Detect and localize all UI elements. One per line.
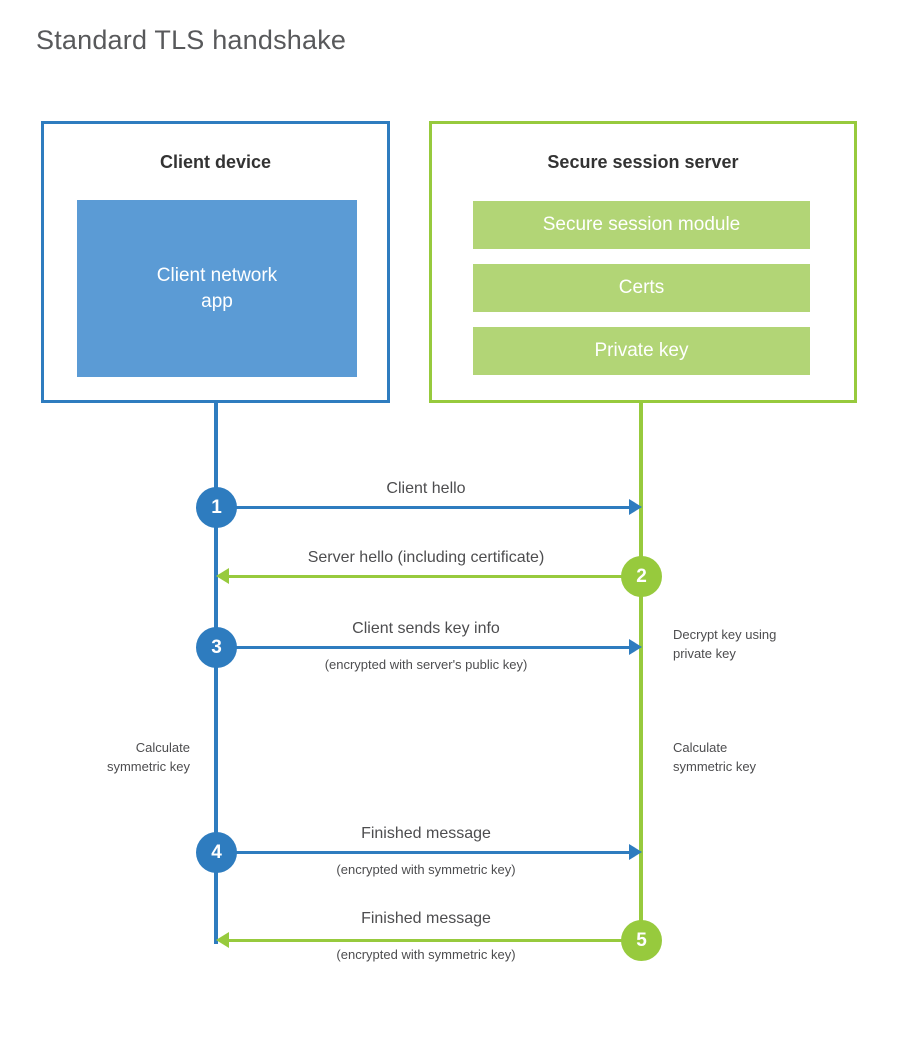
server-component-label: Private key: [594, 340, 689, 361]
server-component-label: Certs: [618, 277, 665, 298]
message-label-5: Finished message: [361, 910, 491, 927]
step-marker-4: 4: [196, 832, 237, 873]
client-device-title: Client device: [159, 152, 272, 172]
arrow-head-right-icon: [629, 639, 642, 655]
step-marker-2: 2: [621, 556, 662, 597]
step-marker-5: 5: [621, 920, 662, 961]
message-label-2: Server hello (including certificate): [307, 549, 545, 566]
step-number: 4: [211, 841, 222, 863]
message-sublabel-3: (encrypted with server's public key): [324, 657, 528, 672]
client-network-app-label: Client network app: [156, 264, 278, 312]
step-marker-1: 1: [196, 487, 237, 528]
arrow-head-left-icon: [216, 568, 229, 584]
secure-session-server-box: Secure session server Secure session mod…: [429, 121, 857, 403]
step-number: 3: [211, 636, 222, 658]
message-sublabel-4: (encrypted with symmetric key): [336, 862, 516, 877]
server-component-secure-session-module: Secure session module: [473, 201, 810, 249]
arrow-head-left-icon: [216, 932, 229, 948]
page-title: Standard TLS handshake: [36, 25, 347, 55]
message-line-2: [228, 575, 640, 578]
message-line-3: [216, 646, 636, 649]
message-line-4: [216, 851, 636, 854]
arrow-head-right-icon: [629, 499, 642, 515]
message-label-1: Client hello: [386, 480, 466, 497]
server-component-private-key: Private key: [473, 327, 810, 375]
message-label-3: Client sends key info: [352, 620, 500, 637]
step-marker-3: 3: [196, 627, 237, 668]
message-label-4: Finished message: [361, 825, 491, 842]
client-lifeline: [214, 403, 218, 944]
arrow-head-right-icon: [629, 844, 642, 860]
annotation-server-decrypt: Decrypt key using private key: [673, 627, 777, 661]
client-network-app-block: Client network app: [77, 200, 357, 377]
annotation-client-calculate-symmetric-key: Calculate symmetric key: [106, 740, 190, 774]
server-lifeline: [639, 403, 643, 940]
server-component-certs: Certs: [473, 264, 810, 312]
message-line-1: [216, 506, 636, 509]
message-sublabel-5: (encrypted with symmetric key): [336, 947, 516, 962]
server-component-label: Secure session module: [542, 214, 741, 235]
client-device-box: Client device Client network app: [41, 121, 390, 403]
annotation-server-calculate-symmetric-key: Calculate symmetric key: [673, 740, 757, 774]
step-number: 5: [636, 929, 647, 951]
message-line-5: [228, 939, 640, 942]
secure-session-server-title: Secure session server: [547, 152, 739, 172]
step-number: 1: [211, 496, 222, 518]
step-number: 2: [636, 565, 647, 587]
